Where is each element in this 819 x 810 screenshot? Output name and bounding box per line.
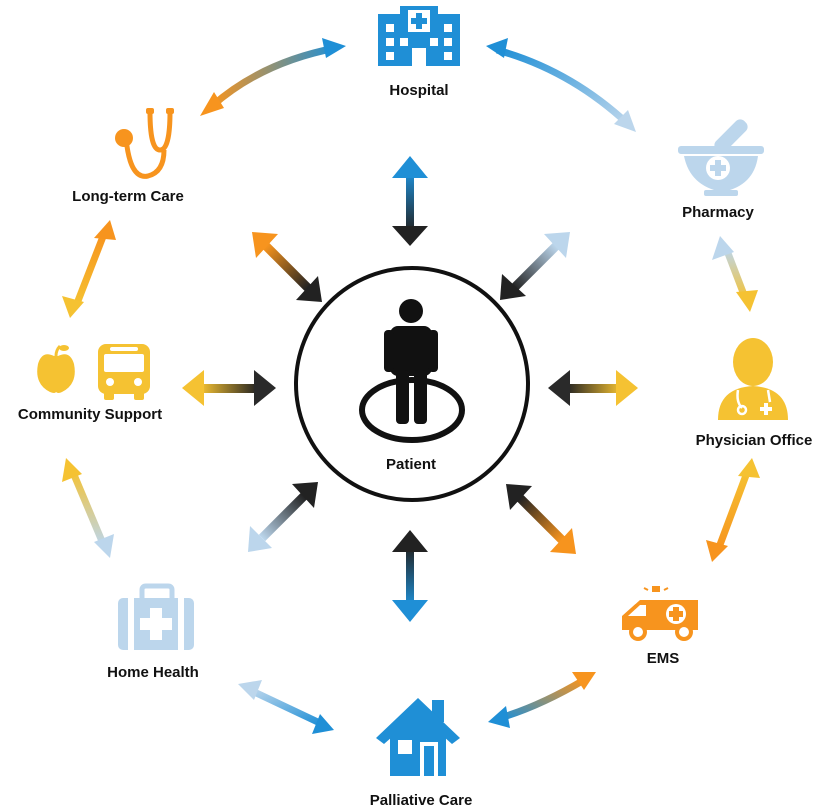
node-longterm: Long-term Care [72, 108, 184, 205]
arrow-ems-palliative [488, 672, 596, 728]
node-hospital: Hospital [378, 6, 460, 99]
hospital-building-icon [378, 6, 460, 66]
node-palliative: Palliative Care [370, 698, 473, 809]
patient-label: Patient [386, 456, 436, 473]
node-community: Community Support [18, 344, 162, 423]
person-icon [359, 299, 465, 443]
apple-icon [37, 344, 75, 393]
bus-icon [98, 344, 150, 400]
mortar-pestle-icon [678, 119, 764, 196]
ambulance-icon [622, 586, 698, 641]
spoke-physician-patient [548, 370, 638, 406]
hospital-label: Hospital [389, 82, 448, 99]
node-pharmacy: Pharmacy [678, 119, 764, 221]
spoke-hospital-patient [392, 156, 428, 246]
house-icon [376, 698, 460, 776]
patient-node: Patient [294, 266, 530, 502]
node-homehealth: Home Health [107, 583, 199, 681]
node-ems: EMS [622, 586, 698, 667]
longterm-label: Long-term Care [72, 188, 184, 205]
spoke-longterm-patient [252, 232, 322, 302]
doctor-icon [718, 338, 788, 420]
palliative-label: Palliative Care [370, 792, 473, 809]
arrow-pharmacy-physician [712, 236, 758, 312]
arrow-community-homehealth [62, 458, 114, 558]
community-label: Community Support [18, 406, 162, 423]
arrow-hospital-pharmacy [486, 38, 636, 132]
spoke-palliative-patient [392, 530, 428, 622]
arrow-longterm-community [62, 220, 116, 318]
node-physician: Physician Office [696, 338, 813, 449]
arrow-longterm-hospital [200, 38, 346, 116]
ems-label: EMS [647, 650, 680, 667]
spoke-homehealth-patient [248, 482, 318, 552]
physician-label: Physician Office [696, 432, 813, 449]
stethoscope-icon [115, 108, 174, 179]
arrow-physician-ems [706, 458, 760, 562]
first-aid-kit-icon [118, 583, 194, 650]
pharmacy-label: Pharmacy [682, 204, 754, 221]
spoke-ems-patient [506, 484, 576, 554]
arrow-homehealth-palliative [238, 680, 334, 734]
spoke-community-patient [182, 370, 276, 406]
homehealth-label: Home Health [107, 664, 199, 681]
spoke-pharmacy-patient [500, 232, 570, 300]
